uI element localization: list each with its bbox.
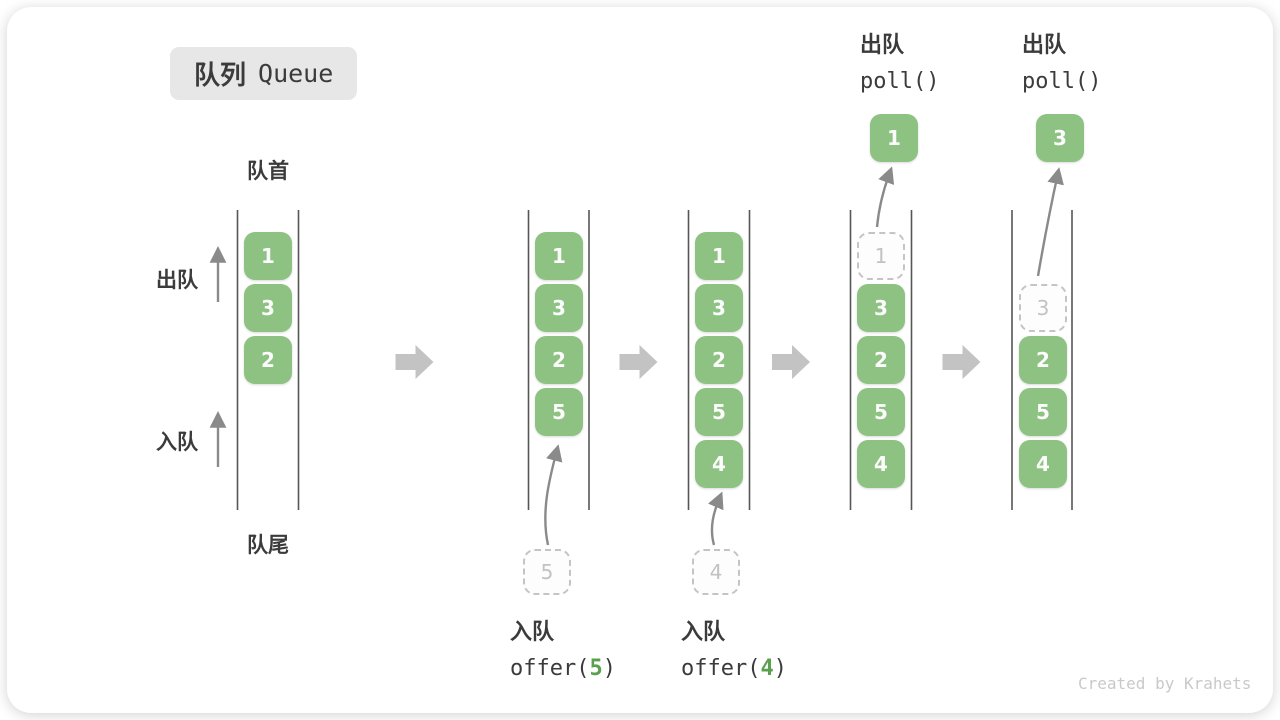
- enqueue-op-code: offer(5): [510, 656, 616, 681]
- front-label: 队首: [247, 159, 289, 183]
- queue-cell: 1: [535, 232, 583, 280]
- title-en: Queue: [258, 59, 334, 88]
- enqueue-op-label: 入队 offer(4): [681, 615, 787, 687]
- queue-cell: 5: [857, 388, 905, 436]
- dequeue-op-code: poll(): [860, 69, 940, 94]
- queue-cell: 5: [695, 388, 743, 436]
- popped-cell: 1: [870, 114, 918, 162]
- queue-cell: 3: [857, 284, 905, 332]
- rear-label: 队尾: [247, 533, 289, 557]
- queue-cell: 4: [695, 440, 743, 488]
- queue-cell: 3: [244, 284, 292, 332]
- queue-cell: 1: [695, 232, 743, 280]
- enqueue-op-label: 入队 offer(5): [510, 615, 616, 687]
- queue-cell: 2: [1019, 336, 1067, 384]
- queue-cell: 2: [535, 336, 583, 384]
- title-badge: 队列 Queue: [170, 47, 358, 100]
- dequeue-op-code: poll(): [1022, 69, 1102, 94]
- dequeue-side-label: 出队: [156, 268, 198, 292]
- queue-cell: 2: [244, 336, 292, 384]
- watermark: Created by Krahets: [1078, 674, 1252, 693]
- queue-cell: 1: [244, 232, 292, 280]
- title-zh: 队列: [194, 61, 247, 91]
- enqueue-op-code: offer(4): [681, 656, 787, 681]
- dequeue-op-zh: 出队: [860, 33, 905, 58]
- queue-cell: 3: [535, 284, 583, 332]
- diagram-card: [7, 7, 1273, 713]
- queue-cell: 2: [695, 336, 743, 384]
- enqueue-op-zh: 入队: [681, 620, 726, 645]
- queue-cell: 4: [857, 440, 905, 488]
- feed-cell: 5: [523, 549, 571, 595]
- dequeue-op-zh: 出队: [1022, 33, 1067, 58]
- queue-cell: 2: [857, 336, 905, 384]
- enqueue-op-zh: 入队: [510, 620, 555, 645]
- dequeue-op-label: 出队 poll(): [860, 28, 939, 100]
- enqueue-side-label: 入队: [156, 430, 198, 454]
- queue-cell: 4: [1019, 440, 1067, 488]
- feed-cell: 4: [692, 549, 740, 595]
- queue-cell: 3: [695, 284, 743, 332]
- ghost-cell: 3: [1019, 284, 1067, 332]
- dequeue-op-label: 出队 poll(): [1022, 28, 1101, 100]
- popped-cell: 3: [1036, 114, 1084, 162]
- ghost-cell: 1: [857, 232, 905, 280]
- queue-cell: 5: [1019, 388, 1067, 436]
- queue-cell: 5: [535, 388, 583, 436]
